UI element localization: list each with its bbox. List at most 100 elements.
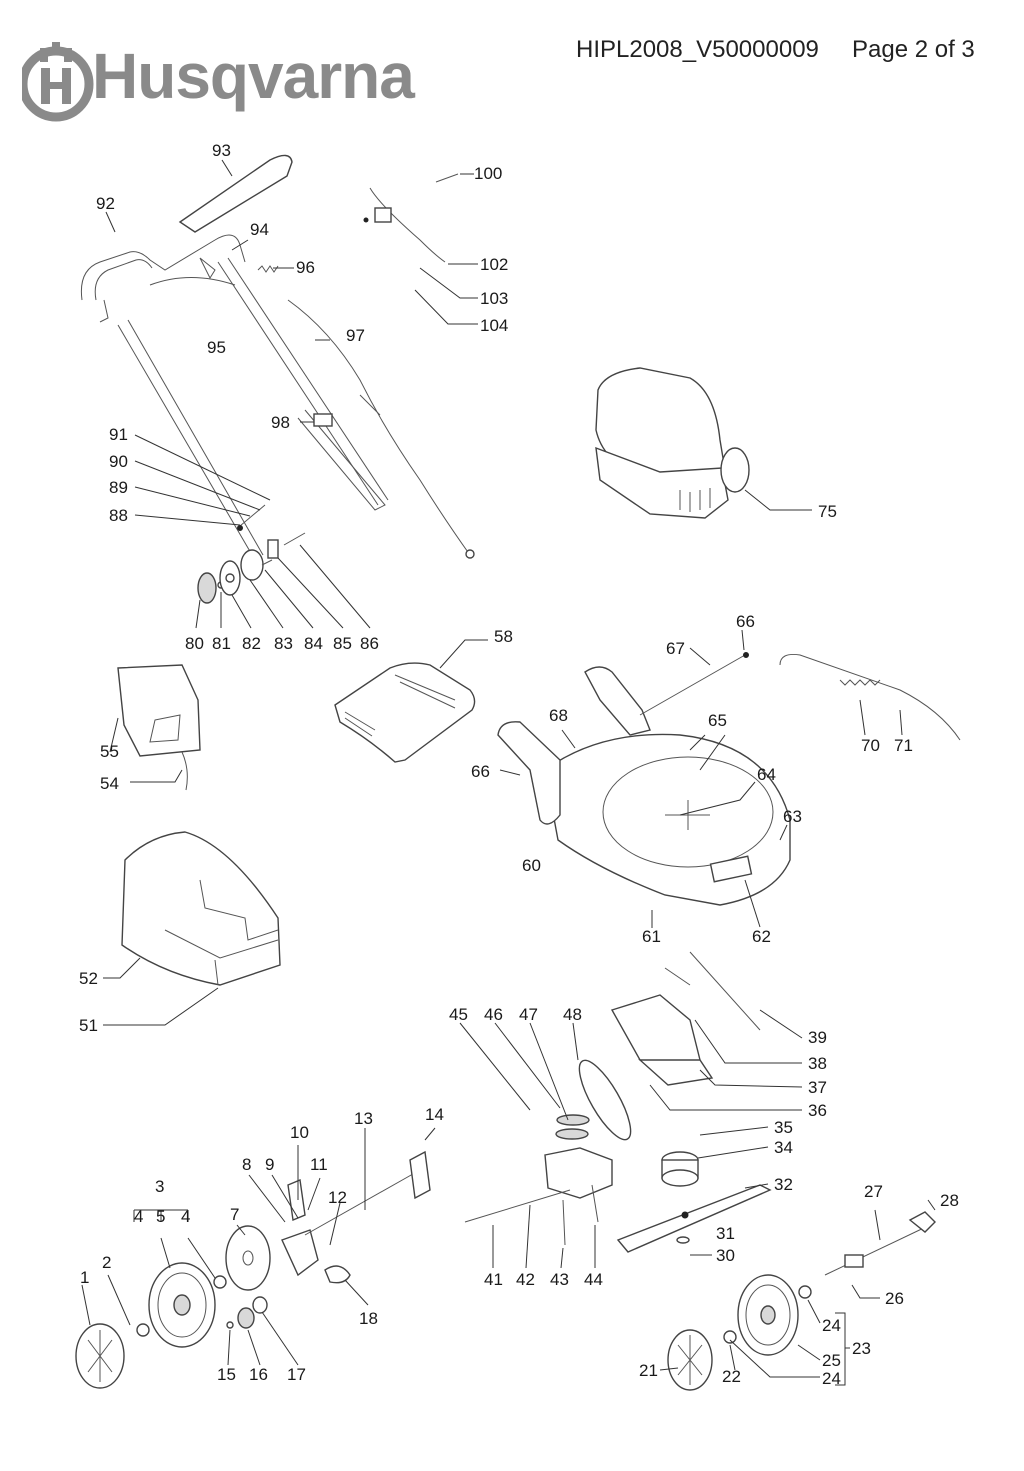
page-number: Page 2 of 3 [852, 36, 975, 63]
callout-13: 13 [354, 1109, 373, 1128]
callout-44: 44 [584, 1270, 603, 1289]
callout-35: 35 [774, 1118, 793, 1137]
callout-52: 52 [79, 969, 98, 988]
callout-39: 39 [808, 1028, 827, 1047]
callout-93: 93 [212, 141, 231, 160]
lower-handle-tube [297, 409, 386, 511]
callout-30: 30 [716, 1246, 735, 1265]
callout-25: 25 [822, 1351, 841, 1370]
callout-89: 89 [109, 478, 128, 497]
callout-14: 14 [425, 1105, 444, 1124]
callout-38: 38 [808, 1054, 827, 1073]
callout-55: 55 [100, 742, 119, 761]
callout-51: 51 [79, 1016, 98, 1035]
brand-wordmark: Husqvarna [92, 40, 415, 112]
callout-26: 26 [885, 1289, 904, 1308]
bearing-4 [213, 1275, 227, 1289]
rear-wheel-left [148, 1262, 216, 1348]
callout-21: 21 [639, 1361, 658, 1380]
callout-84: 84 [304, 634, 323, 653]
engine [595, 367, 750, 519]
callout-92: 92 [96, 194, 115, 213]
callout-62: 62 [752, 927, 771, 946]
callout-81: 81 [212, 634, 231, 653]
callout-60: 60 [522, 856, 541, 875]
blade-adapter-34 [661, 1151, 699, 1187]
adjust-rod-71 [779, 654, 961, 741]
leader-lines [81, 159, 936, 1386]
callout-66: 66 [471, 762, 490, 781]
callout-68: 68 [549, 706, 568, 725]
washer-22 [723, 1330, 737, 1344]
callout-24: 24 [822, 1369, 841, 1388]
rear-axle-bracket [281, 1150, 431, 1284]
callout-95: 95 [207, 338, 226, 357]
rear-cover [334, 662, 476, 763]
callout-58: 58 [494, 627, 513, 646]
callout-67: 67 [666, 639, 685, 658]
callout-82: 82 [242, 634, 261, 653]
callout-27: 27 [864, 1182, 883, 1201]
callout-8: 8 [242, 1155, 251, 1174]
callout-18: 18 [359, 1309, 378, 1328]
callout-45: 45 [449, 1005, 468, 1024]
callout-104: 104 [480, 316, 508, 335]
callout-34: 34 [774, 1138, 793, 1157]
callout-85: 85 [333, 634, 352, 653]
callout-83: 83 [274, 634, 293, 653]
washer-2 [136, 1323, 150, 1337]
callout-88: 88 [109, 506, 128, 525]
callout-90: 90 [109, 452, 128, 471]
spring-96 [257, 265, 279, 273]
callout-91: 91 [109, 425, 128, 444]
callout-42: 42 [516, 1270, 535, 1289]
belt-cover [610, 951, 761, 1086]
callout-43: 43 [550, 1270, 569, 1289]
callout-102: 102 [480, 255, 508, 274]
callout-7: 7 [230, 1205, 239, 1224]
callout-80: 80 [185, 634, 204, 653]
grass-bag [121, 831, 281, 986]
callout-86: 86 [360, 634, 379, 653]
mower-deck [497, 666, 791, 906]
callout-36: 36 [808, 1101, 827, 1120]
callout-3: 3 [155, 1177, 164, 1196]
callout-41: 41 [484, 1270, 503, 1289]
callout-64: 64 [757, 765, 776, 784]
wheel-lift-lever-67 [639, 652, 749, 716]
callout-97: 97 [346, 326, 365, 345]
callout-16: 16 [249, 1365, 268, 1384]
callout-47: 47 [519, 1005, 538, 1024]
callout-46: 46 [484, 1005, 503, 1024]
callout-65: 65 [708, 711, 727, 730]
callout-5: 5 [156, 1207, 165, 1226]
callout-100: 100 [474, 164, 502, 183]
husqvarna-logo-icon [22, 42, 94, 122]
gear-7 [225, 1225, 271, 1291]
rear-flap [117, 664, 201, 791]
callout-63: 63 [783, 807, 802, 826]
callout-15: 15 [217, 1365, 236, 1384]
bearing-24 [798, 1285, 812, 1299]
callout-12: 12 [328, 1188, 347, 1207]
callout-32: 32 [774, 1175, 793, 1194]
callout-17: 17 [287, 1365, 306, 1384]
pulleys-46-47 [555, 1114, 590, 1140]
callout-22: 22 [722, 1367, 741, 1386]
callout-54: 54 [100, 774, 119, 793]
callout-98: 98 [271, 413, 290, 432]
callout-28: 28 [940, 1191, 959, 1210]
hubcap-21 [667, 1329, 713, 1391]
pinion-15-17 [226, 1296, 268, 1329]
blade-32 [616, 1184, 772, 1253]
callout-61: 61 [642, 927, 661, 946]
callout-labels: 1 2 3 4 5 4 7 8 9 10 11 12 13 14 15 16 1… [79, 141, 959, 1388]
drive-belt-48 [578, 1059, 632, 1141]
callout-48: 48 [563, 1005, 582, 1024]
callout-23: 23 [852, 1339, 871, 1358]
throttle-cable [287, 299, 475, 559]
document-code: HIPL2008_V50000009 [576, 36, 819, 63]
handle-knob-assembly [197, 504, 306, 604]
